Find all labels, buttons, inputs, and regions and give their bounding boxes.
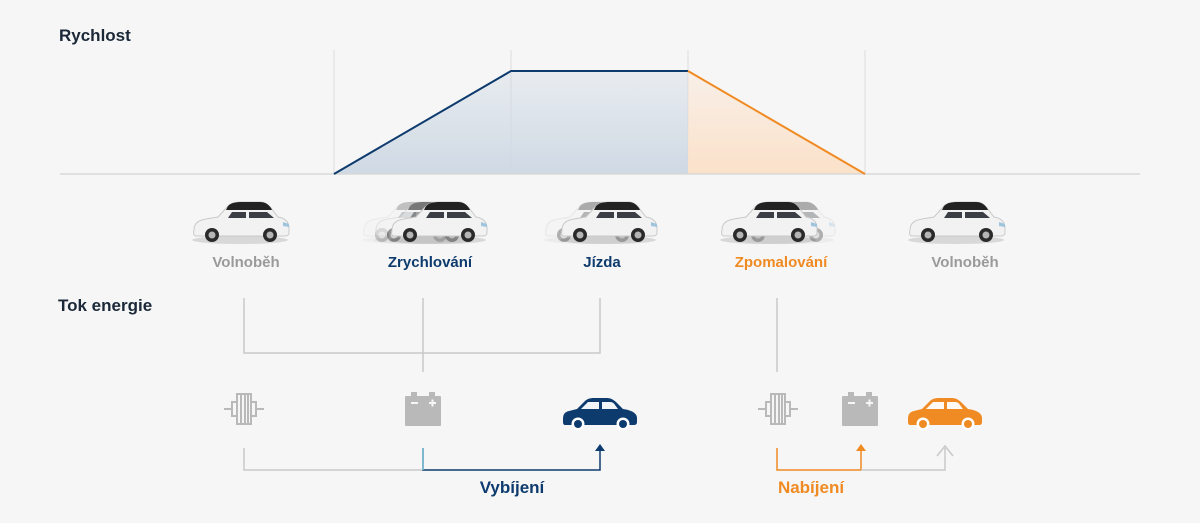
connector-car-bottom	[861, 448, 946, 471]
battery-icon	[842, 392, 878, 426]
car-icon	[563, 398, 637, 431]
speed-area-accelerate-cruise	[334, 71, 688, 174]
speed-line-accelerate-cruise	[333, 70, 688, 175]
speed-chart	[60, 50, 1140, 175]
car-image	[191, 201, 290, 245]
car-image	[907, 201, 1006, 245]
car-image	[361, 201, 488, 245]
energy-connectors	[243, 298, 954, 471]
battery-icon	[405, 392, 441, 426]
car-image	[543, 201, 658, 245]
energy-heading: Tok energie	[58, 296, 153, 315]
car-return-arrow	[936, 444, 954, 457]
speed-heading: Rychlost	[59, 26, 131, 45]
flow-label-discharge: Vybíjení	[479, 478, 545, 497]
connector-discharge-top	[243, 298, 601, 354]
discharge-flow-line	[422, 448, 601, 471]
car-image	[719, 201, 836, 245]
flow-label-charge: Nabíjení	[777, 478, 845, 497]
phase-label-decelerate: Zpomalování	[734, 254, 828, 271]
connector-motor-bottom	[243, 448, 423, 471]
phase-label-accelerate: Zrychlování	[387, 254, 473, 271]
energy-icons-discharge	[223, 392, 637, 431]
energy-icons-charge	[757, 392, 982, 431]
motor-icon	[223, 393, 265, 425]
motor-icon	[757, 393, 799, 425]
phase-cars	[191, 201, 1006, 245]
discharge-arrow	[595, 444, 605, 451]
phase-label-cruise: Jízda	[583, 254, 621, 271]
phase-label-idle-start: Volnoběh	[212, 254, 280, 271]
charge-flow-line	[776, 448, 862, 471]
car-icon	[908, 398, 982, 431]
phase-label-idle-end: Volnoběh	[931, 254, 999, 271]
speed-line-decelerate	[687, 70, 866, 175]
charge-arrow	[856, 444, 866, 451]
